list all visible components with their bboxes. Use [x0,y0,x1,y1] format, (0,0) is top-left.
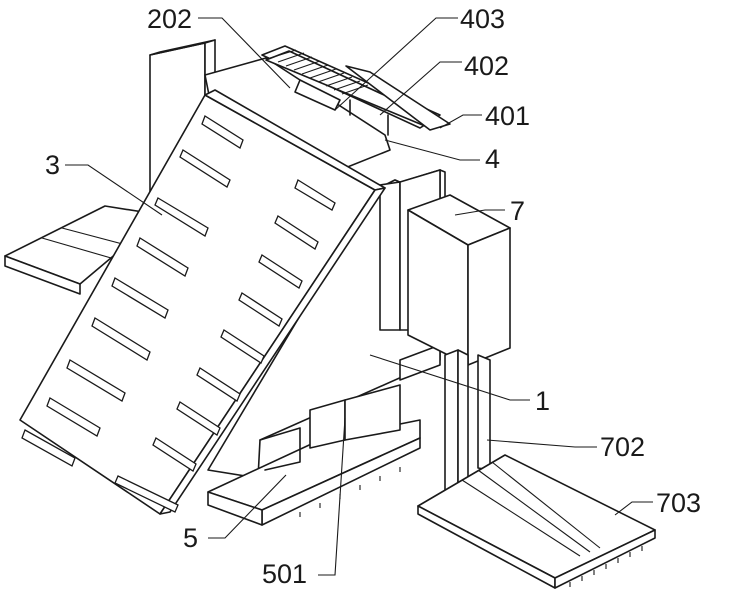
label-5: 5 [183,523,198,553]
label-401: 401 [485,101,530,131]
side-plate [4,205,163,295]
label-501: 501 [262,559,307,589]
label-702: 702 [600,432,645,462]
ramp-slots [21,115,336,513]
label-202: 202 [147,4,192,34]
reference-labels: 202 403 402 401 3 4 7 1 702 703 5 501 [45,4,701,589]
label-3: 3 [45,150,60,180]
label-402: 402 [464,51,509,81]
support-leg-702 [444,349,491,496]
label-403: 403 [460,4,505,34]
leader-lines [65,17,653,576]
label-7: 7 [510,196,525,226]
base-plate-703 [417,454,656,589]
rotating-frame [261,45,451,136]
label-703: 703 [656,488,701,518]
motor-box-7 [407,194,511,366]
label-1: 1 [535,386,550,416]
label-4: 4 [485,144,500,174]
